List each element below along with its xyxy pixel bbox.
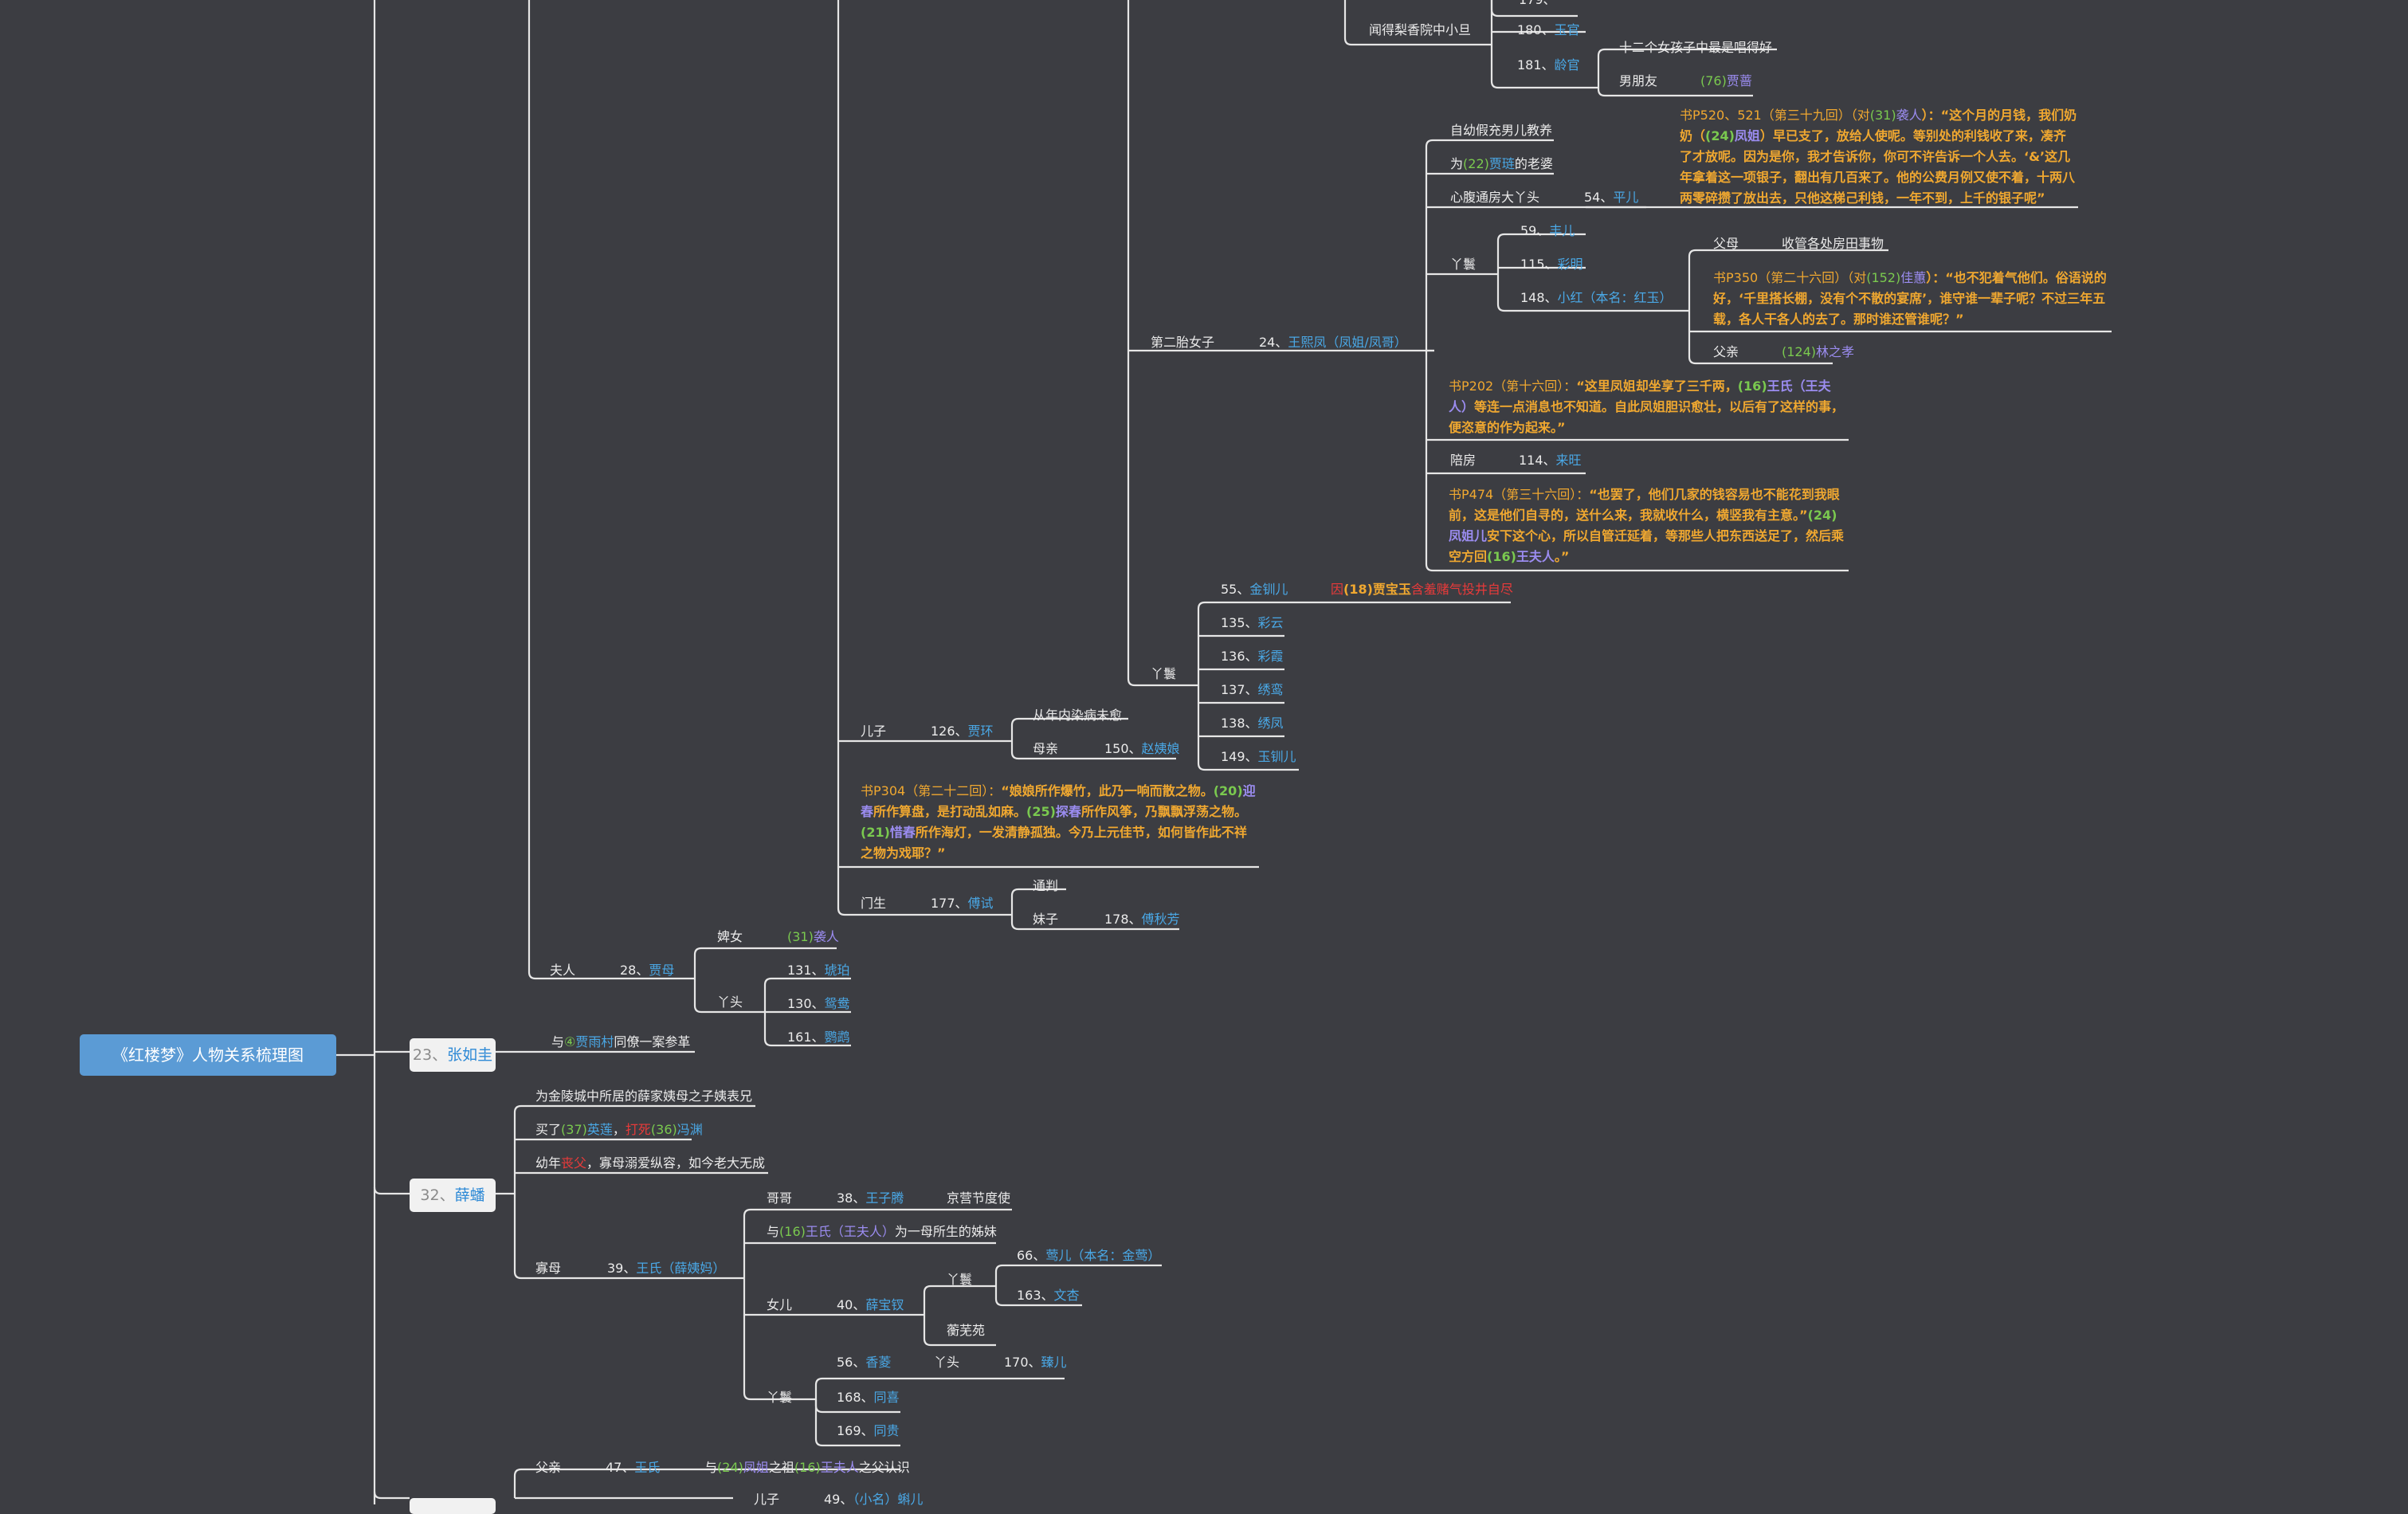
node-bottom-box[interactable] [410, 1498, 496, 1514]
node-xiuluan[interactable]: 137、绣鸾 [1221, 682, 1284, 697]
node-jiaqiang[interactable]: (76)贾蔷 [1700, 73, 1752, 88]
label-bottom-fuqin: 父亲 [535, 1460, 562, 1475]
label-mensheng: 门生 [861, 896, 887, 911]
node-caiming[interactable]: 115、彩明 [1520, 257, 1583, 272]
label-wangfuren-yahuan: 丫鬟 [1151, 666, 1177, 681]
label-peifang: 陪房 [1450, 453, 1477, 468]
label-xueyima-yahuan: 丫鬟 [767, 1390, 793, 1405]
root-topic[interactable]: 《红楼梦》人物关系梳理图 [80, 1034, 336, 1076]
node-tonggui[interactable]: 169、同贵 [837, 1423, 900, 1438]
node-wenxing[interactable]: 163、文杏 [1017, 1288, 1080, 1303]
label-hengwuyuan: 蘅芜苑 [947, 1323, 986, 1338]
node-tongxi[interactable]: 168、同喜 [837, 1390, 900, 1405]
node-xueyima[interactable]: 39、王氏（薛姨妈） [607, 1261, 726, 1276]
note-xuepan-1: 为金陵城中所居的薛家姨母之子姨表兄 [535, 1088, 753, 1104]
label-tongfang: 心腹通房大丫头 [1450, 190, 1540, 205]
node-yingwu[interactable]: 161、鹦鹉 [787, 1030, 850, 1045]
node-zhener[interactable]: 170、臻儿 [1004, 1355, 1067, 1370]
label-fengjie-yahuan: 丫鬟 [1450, 257, 1477, 272]
node-fushi[interactable]: 177、傅试 [931, 896, 994, 911]
node-zhangrugui[interactable]: 23、张如圭 [410, 1038, 496, 1072]
quote-p350: 书P350（第二十六回）（对(152)佳蕙）：“也不犯着气他们。俗语说的好，‘千… [1713, 270, 2107, 327]
node-jiamu[interactable]: 28、贾母 [620, 963, 675, 978]
label-dierfai: 第二胎女子 [1151, 335, 1215, 350]
node-xiren[interactable]: (31)袭人 [787, 929, 839, 944]
node-fenger[interactable]: 59、丰儿 [1520, 223, 1575, 238]
node-xuepan[interactable]: 32、薛蟠 [410, 1179, 496, 1212]
node-yuguan[interactable]: 180、玉官 [1517, 22, 1580, 37]
node-xiufeng[interactable]: 138、绣凤 [1221, 716, 1284, 731]
note-zhangrugui: 与④贾雨村同僚一案参革 [551, 1034, 691, 1049]
node-hupo[interactable]: 131、琥珀 [787, 963, 850, 978]
note-wangziteng: 京营节度使 [947, 1190, 1011, 1206]
node-jiahuan[interactable]: 126、贾环 [931, 724, 994, 739]
label-jiamu-yatou: 丫头 [717, 994, 743, 1010]
node-xiangling[interactable]: 56、香菱 [837, 1355, 892, 1370]
node-linzhixiao[interactable]: (124)林之孝 [1782, 344, 1855, 359]
node-wangziteng[interactable]: 38、王子腾 [837, 1190, 904, 1206]
node-wangshi-47[interactable]: 47、王氏 [606, 1460, 661, 1475]
label-179: 179、 [1519, 0, 1556, 8]
label-bottom-erzi: 儿子 [754, 1492, 780, 1507]
node-ker[interactable]: 49、（小名）蝌儿 [824, 1492, 924, 1507]
note-xuepan-3: 幼年丧父，寡母溺爱纵容，如今老大无成 [535, 1155, 766, 1171]
node-caixia[interactable]: 136、彩霞 [1221, 649, 1284, 664]
label-xiaohong-fuqin: 父亲 [1713, 344, 1739, 359]
note-linguan-best: 十二个女孩子中最是唱得好 [1619, 40, 1773, 55]
note-xuepan-2: 买了(37)英莲，打死(36)冯渊 [535, 1122, 703, 1137]
label-furen: 夫人 [550, 963, 576, 978]
node-fuqiufang[interactable]: 178、傅秋芳 [1104, 912, 1180, 927]
node-caiyun[interactable]: 135、彩云 [1221, 615, 1284, 630]
node-yuanyang[interactable]: 130、鸳鸯 [787, 996, 850, 1011]
quote-p474: 书P474（第三十六回）：“也罢了，他们几家的钱容易也不能花到我眼前，这是他们自… [1449, 487, 1845, 564]
node-pinger[interactable]: 54、平儿 [1584, 190, 1639, 205]
label-xiangling-yatou: 丫头 [934, 1355, 960, 1370]
label-gege: 哥哥 [767, 1190, 793, 1206]
note-fengjie-1: 自幼假充男儿教养 [1450, 123, 1553, 138]
node-xuebaochai[interactable]: 40、薛宝钗 [837, 1297, 904, 1312]
quote-p304: 书P304（第二十二回）：“娘娘所作爆竹，此乃一响而散之物。(20)迎春所作算盘… [861, 783, 1256, 861]
quote-p202: 书P202（第十六回）：“这里凤姐却坐享了三千两，(16)王氏（王夫人）等连一点… [1449, 378, 1845, 435]
node-yuchuan[interactable]: 149、玉钏儿 [1221, 749, 1296, 764]
label-baochai-yahuan: 丫鬟 [947, 1272, 973, 1287]
label-meizi: 妹子 [1033, 912, 1059, 927]
label-guamu: 寡母 [535, 1261, 562, 1276]
node-yinger[interactable]: 66、莺儿（本名：金莺） [1017, 1248, 1161, 1263]
label-nver: 女儿 [767, 1297, 793, 1312]
label-huan-muqin: 母亲 [1033, 741, 1059, 756]
note-jinchuan: 因(18)贾宝玉含羞赌气投井自尽 [1331, 582, 1513, 597]
node-zhaoyiniang[interactable]: 150、赵姨娘 [1104, 741, 1180, 756]
quote-p520: 书P520、521（第三十九回）（对(31)袭人）：“这个月的月钱，我们奶奶（(… [1680, 108, 2077, 206]
node-wangxifeng[interactable]: 24、王熙凤（凤姐/凤哥） [1259, 335, 1407, 350]
label-xiaodan: 闻得梨香院中小旦 [1369, 22, 1472, 37]
node-laiwang[interactable]: 114、来旺 [1519, 453, 1582, 468]
node-linguan[interactable]: 181、龄官 [1517, 57, 1580, 73]
label-jiazheng-erzi: 儿子 [861, 724, 887, 739]
note-jiahuan: 从年内染病未愈 [1033, 708, 1123, 723]
node-jinchuan[interactable]: 55、金钏儿 [1221, 582, 1288, 597]
note-bottom: 与(24)凤姐之祖(16)王夫人之父认识 [704, 1460, 910, 1475]
label-boyfriend: 男朋友 [1619, 73, 1658, 88]
note-fumu-task: 收管各处房田事物 [1782, 236, 1884, 251]
note-fengjie-2: 为(22)贾琏的老婆 [1450, 156, 1553, 171]
note-tongpan: 通判 [1033, 878, 1059, 893]
label-binv: 婢女 [717, 929, 743, 944]
node-xiaohong[interactable]: 148、小红（本名：红玉） [1520, 290, 1673, 305]
note-sisters: 与(16)王氏（王夫人）为一母所生的姊妹 [767, 1224, 997, 1239]
label-xiaohong-fumu: 父母 [1713, 236, 1739, 251]
